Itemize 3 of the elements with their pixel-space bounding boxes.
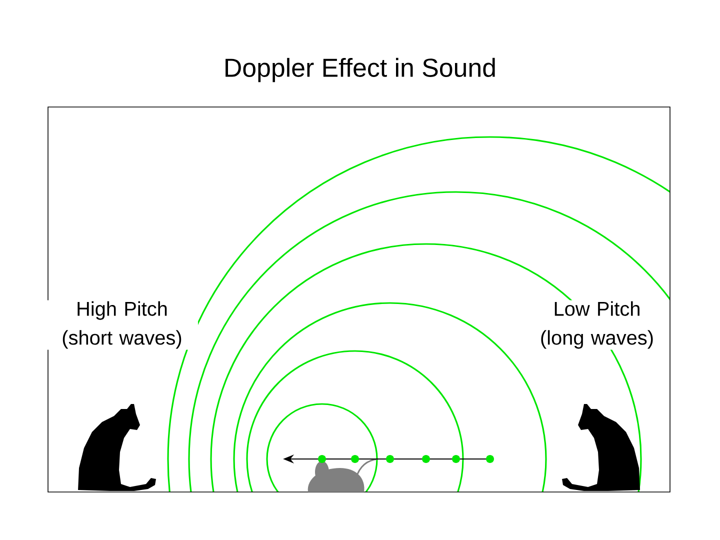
title: Doppler Effect in Sound (226, 58, 495, 82)
pitch-label: Low Pitch (long waves) (526, 300, 668, 350)
pitch-label: High Pitch (short waves) (46, 300, 198, 350)
